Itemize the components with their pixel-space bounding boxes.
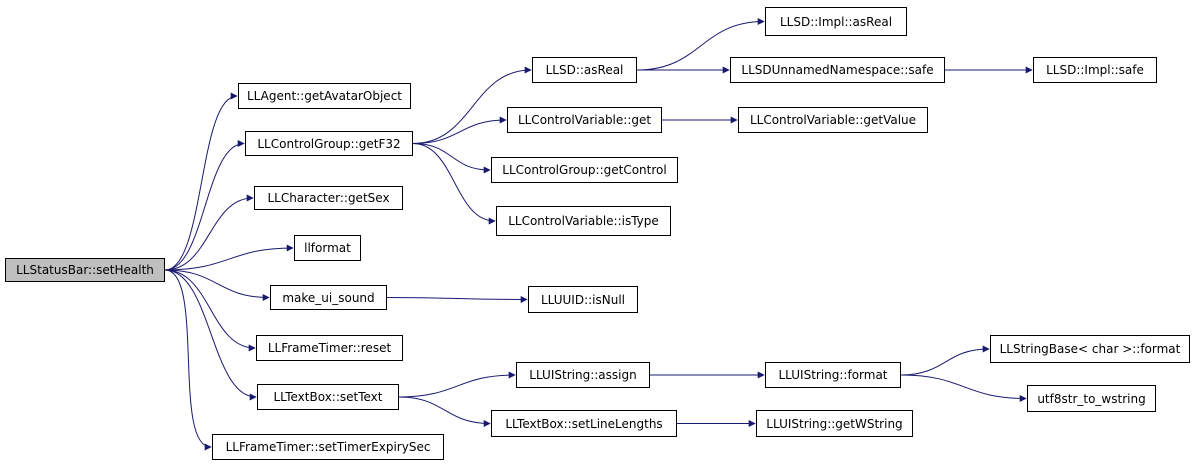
edge-settext-to-assign (398, 371, 516, 398)
node-isnull[interactable]: LLUUID::isNull (528, 286, 638, 313)
edge-root-to-llformat (164, 244, 294, 271)
node-setlinelengths[interactable]: LLTextBox::setLineLengths (491, 410, 677, 437)
node-safe[interactable]: LLSDUnnamedNamespace::safe (730, 57, 945, 83)
edge-getf32-to-getcontrol (412, 143, 491, 174)
edge-uis-format-to-utf8 (900, 374, 1027, 402)
node-utf8[interactable]: utf8str_to_wstring (1027, 385, 1156, 412)
node-getf32[interactable]: LLControlGroup::getF32 (245, 131, 413, 156)
edge-getf32-to-cv-get (412, 116, 507, 144)
node-cv-get[interactable]: LLControlVariable::get (507, 107, 662, 133)
node-istype[interactable]: LLControlVariable::isType (496, 206, 671, 236)
node-getavatarobject[interactable]: LLAgent::getAvatarObject (238, 83, 411, 109)
edge-root-to-settimerexpirysec (164, 269, 212, 451)
edge-root-to-getavatarobject (164, 92, 238, 271)
edge-getf32-to-istype (412, 143, 496, 225)
node-impl-safe[interactable]: LLSD::Impl::safe (1033, 57, 1157, 83)
edge-make-ui-sound-to-isnull (386, 295, 528, 303)
node-uis-format[interactable]: LLUIString::format (765, 362, 901, 388)
node-getvalue[interactable]: LLControlVariable::getValue (738, 107, 928, 133)
edge-asreal-to-impl-asreal (636, 18, 765, 71)
edge-root-to-getsex (164, 194, 254, 271)
node-sb-format[interactable]: LLStringBase< char >::format (990, 335, 1190, 363)
edge-root-to-reset (164, 269, 256, 352)
node-assign[interactable]: LLUIString::assign (516, 362, 650, 388)
node-getwstring[interactable]: LLUIString::getWString (756, 410, 913, 437)
node-asreal[interactable]: LLSD::asReal (532, 57, 637, 83)
node-getsex[interactable]: LLCharacter::getSex (254, 186, 403, 210)
node-make-ui-sound[interactable]: make_ui_sound (270, 285, 387, 310)
node-root: LLStatusBar::setHealth (5, 258, 165, 282)
node-settimerexpirysec[interactable]: LLFrameTimer::setTimerExpirySec (212, 434, 444, 460)
edge-root-to-getf32 (164, 140, 245, 271)
edge-root-to-settext (164, 269, 257, 401)
node-impl-asreal[interactable]: LLSD::Impl::asReal (765, 7, 907, 36)
edge-settext-to-setlinelengths (398, 396, 491, 427)
edge-getf32-to-asreal (412, 66, 532, 144)
node-reset[interactable]: LLFrameTimer::reset (256, 335, 403, 361)
edge-uis-format-to-sb-format (900, 345, 990, 376)
node-settext[interactable]: LLTextBox::setText (257, 384, 399, 410)
edge-root-to-make-ui-sound (164, 269, 270, 301)
node-getcontrol[interactable]: LLControlGroup::getControl (491, 157, 678, 183)
node-llformat[interactable]: llformat (294, 235, 361, 261)
